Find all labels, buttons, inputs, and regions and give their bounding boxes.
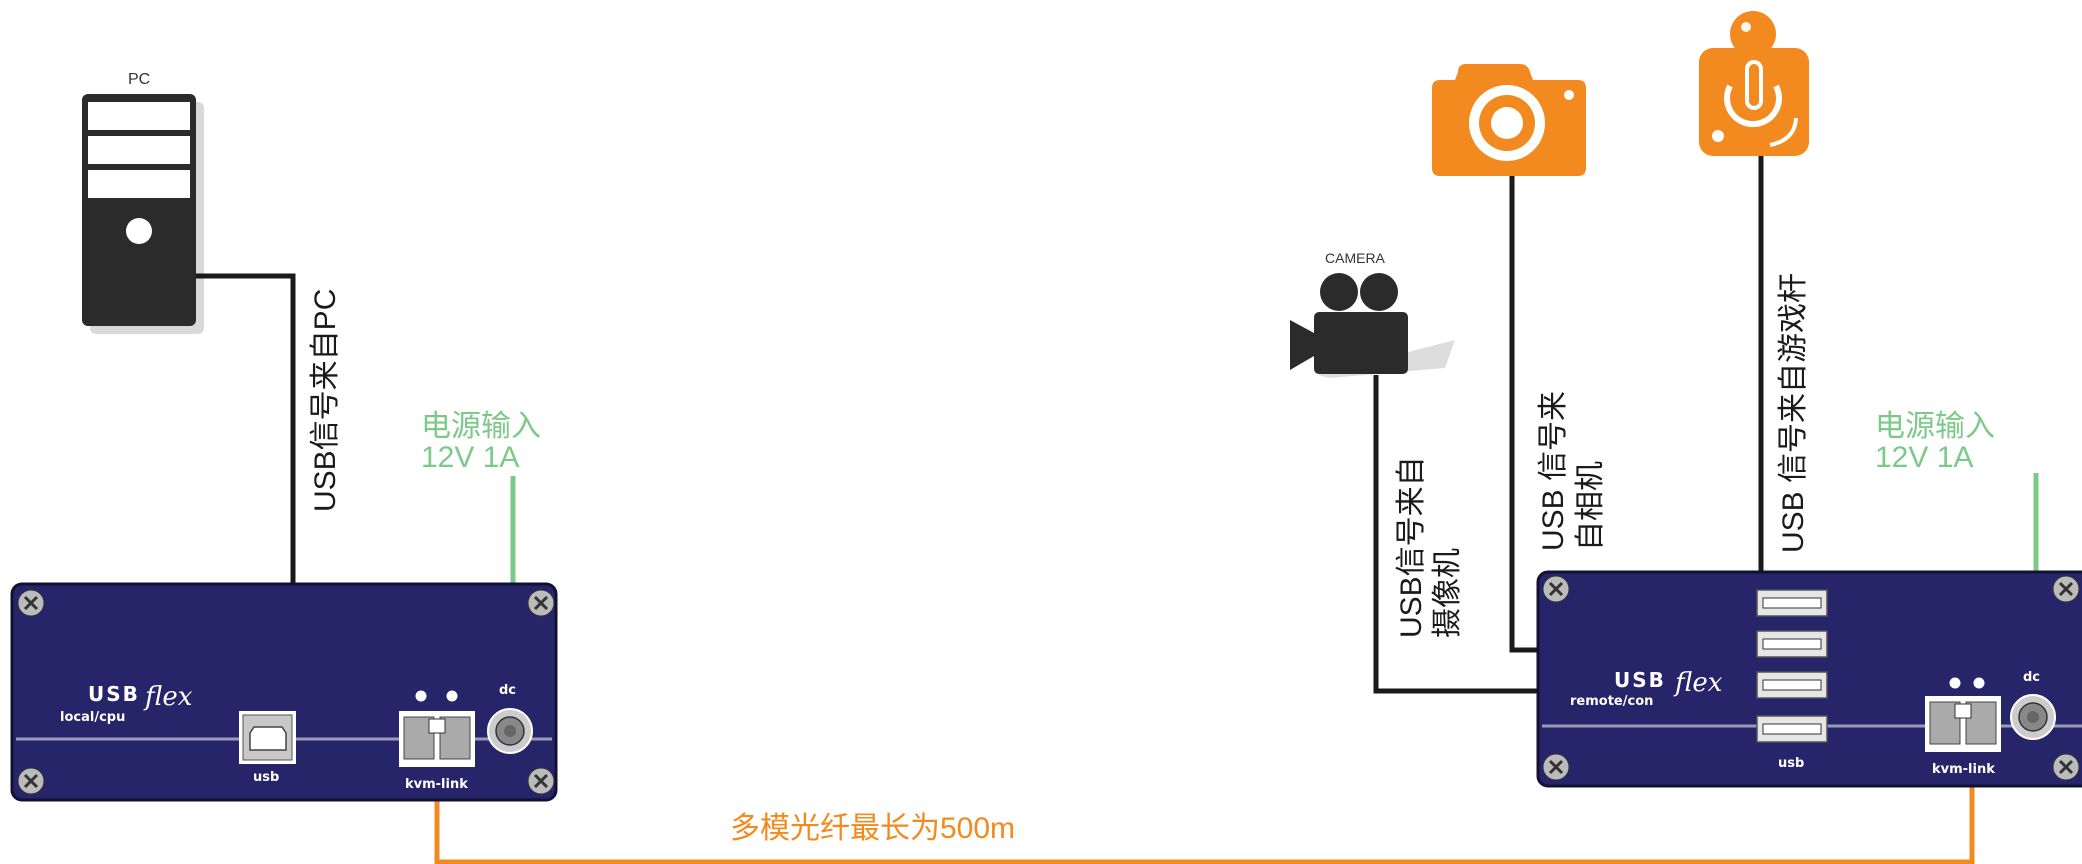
power-input-left-spec: 12V 1A: [421, 441, 520, 474]
screw-icon: [2052, 753, 2080, 781]
local-brand-flex: flex: [145, 682, 193, 712]
screw-icon: [527, 589, 555, 617]
screw-icon: [1542, 575, 1570, 603]
usb-a-port: [1756, 630, 1828, 658]
camera-label: CAMERA: [1325, 250, 1385, 266]
local-port-dc-label: dc: [499, 683, 517, 698]
fiber-cable: [434, 765, 1975, 864]
kvm-link-port-local: [399, 690, 475, 767]
local-port-kvm-label: kvm-link: [405, 777, 468, 792]
local-brand-subtitle: local/cpu: [60, 710, 126, 725]
usb-a-port: [1756, 589, 1828, 617]
remote-unit: [1536, 570, 2082, 788]
usb-from-pc-label: USB信号来自PC: [309, 288, 342, 512]
screw-icon: [17, 589, 45, 617]
power-input-left-title: 电源输入: [421, 410, 541, 443]
dc-jack-remote: [2010, 694, 2056, 740]
usb-a-port: [1756, 715, 1828, 743]
pc-tower-icon: [82, 94, 204, 334]
remote-port-kvm-label: kvm-link: [1932, 762, 1995, 777]
video-camera-icon: [1290, 273, 1455, 378]
usb-from-camcorder-label-2: 摄像机: [1431, 548, 1464, 638]
power-input-right-spec: 12V 1A: [1875, 441, 1974, 474]
local-unit: [10, 582, 558, 802]
usb-from-joystick-label: USB 信号来自游戏杆: [1777, 272, 1810, 553]
dc-jack-local: [487, 708, 533, 754]
kvm-link-port-remote: [1925, 677, 2001, 752]
remote-brand-flex: flex: [1675, 668, 1723, 698]
local-brand-usb: USB: [88, 682, 140, 706]
remote-port-dc-label: dc: [2023, 670, 2041, 685]
photo-camera-icon: [1432, 64, 1586, 176]
screw-icon: [17, 767, 45, 795]
screw-icon: [1542, 753, 1570, 781]
remote-brand-subtitle: remote/con: [1570, 694, 1654, 709]
fiber-label: 多模光纤最长为500m: [730, 812, 1016, 845]
pc-label: PC: [128, 71, 151, 88]
power-input-right-title: 电源输入: [1875, 410, 1995, 443]
usb-b-port: [239, 711, 296, 764]
screw-icon: [2052, 575, 2080, 603]
remote-brand-usb: USB: [1614, 668, 1666, 692]
usb-from-camera-label-2: 自相机: [1574, 461, 1607, 551]
screw-icon: [527, 767, 555, 795]
local-port-usb-label: usb: [253, 770, 280, 785]
remote-port-usb-label: usb: [1778, 756, 1805, 771]
usb-a-port: [1756, 671, 1828, 699]
joystick-icon: [1699, 11, 1809, 156]
